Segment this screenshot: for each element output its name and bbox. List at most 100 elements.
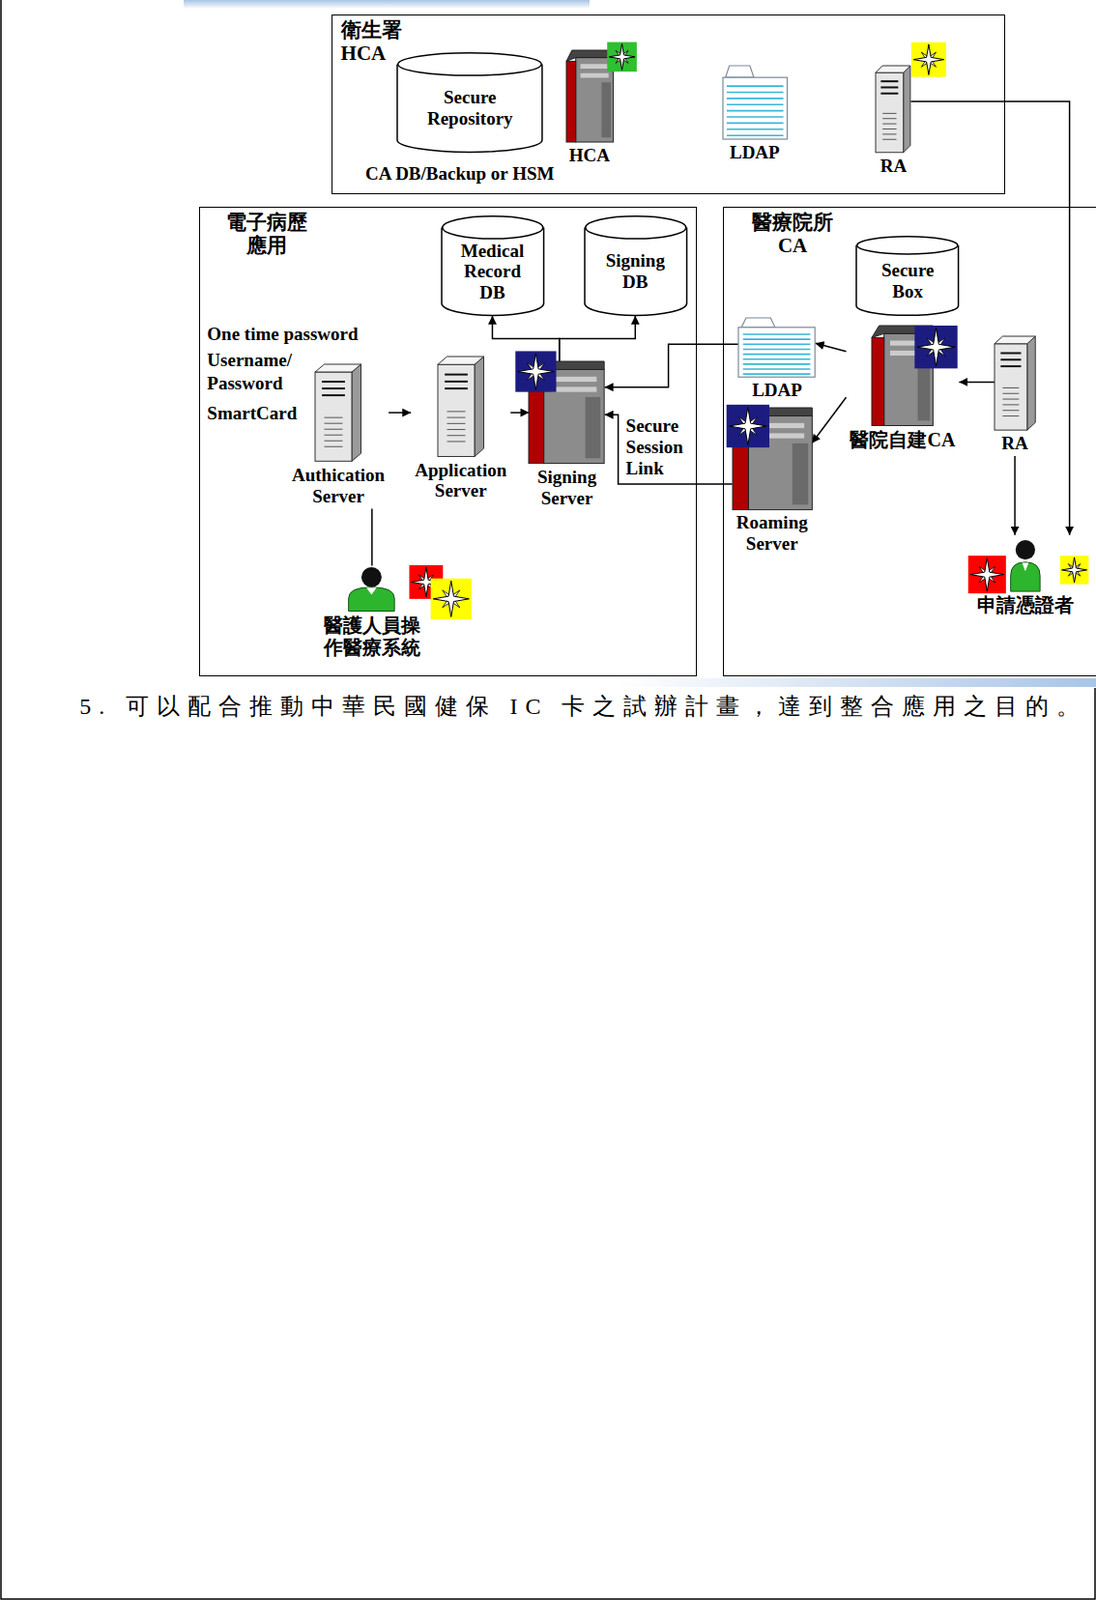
vent-line: [1002, 387, 1019, 389]
group-box: 醫療院所 CASecure BoxLDAP醫院自建CARARoaming Ser…: [722, 206, 1096, 677]
node-label: HCA: [569, 144, 610, 167]
folder-picture: [722, 65, 788, 140]
folder-line: [726, 115, 784, 118]
vent-line: [883, 128, 897, 130]
vent-line: [1002, 403, 1019, 405]
group-heading: 電子病歷 應用: [200, 207, 313, 258]
folder-line: [743, 358, 811, 361]
folder-tab: [724, 65, 753, 78]
cert-icon: [915, 325, 958, 369]
slim-picture: [875, 65, 911, 153]
icon-star: [917, 328, 955, 367]
server-side: [1027, 336, 1036, 431]
server-bay: [551, 387, 598, 393]
folder-line: [726, 128, 784, 131]
server-top: [437, 356, 485, 365]
folder-line: [743, 353, 811, 356]
connector: [815, 343, 847, 351]
connector: [371, 508, 374, 566]
group-heading: 醫療院所 CA: [723, 207, 838, 258]
vent-line: [883, 123, 897, 125]
connector: [910, 101, 1069, 536]
icon-star: [728, 406, 767, 445]
cert-icon: [1060, 555, 1090, 585]
server-top: [315, 364, 362, 373]
server-side: [351, 364, 362, 462]
node-label: LDAP: [729, 142, 780, 164]
icon-square: [725, 404, 769, 448]
cylinder-top: [584, 216, 686, 239]
database-cylinder: Signing DB: [584, 215, 688, 316]
person-head: [1014, 540, 1035, 560]
connector: [559, 316, 636, 363]
device-node: RA: [994, 336, 1036, 457]
node-label: LDAP: [751, 379, 803, 402]
server-shade: [791, 443, 808, 505]
tower-picture: [732, 407, 812, 511]
folder-body: [738, 327, 815, 377]
cylinder-top: [398, 53, 542, 76]
connector: [605, 344, 740, 387]
vent-line: [1002, 415, 1019, 417]
database-cylinder: Secure Repository: [397, 52, 543, 152]
annotation-label: Username/ Password: [206, 348, 292, 396]
server-side: [903, 65, 911, 153]
device-node: 申請憑證者: [973, 535, 1078, 619]
folder-line: [743, 343, 811, 346]
drive-slot: [881, 86, 899, 89]
cert-icon: [725, 404, 769, 448]
cylinder-top: [441, 216, 543, 239]
server-body: [875, 72, 904, 153]
cert-icon: [431, 578, 472, 620]
node-label: Application Server: [414, 460, 507, 503]
node-label: Secure Box: [881, 259, 935, 303]
device-node: 醫院自建CA: [845, 325, 959, 453]
group-heading: 衛生署 HCA: [332, 15, 410, 65]
folder-line: [743, 363, 811, 366]
drive-slot: [321, 381, 346, 384]
node-label: RA: [880, 155, 907, 177]
server-body: [315, 373, 352, 462]
server-spine: [871, 338, 885, 427]
server-top: [994, 336, 1036, 345]
person-body: [348, 587, 396, 612]
cert-icon: [911, 42, 947, 78]
server-top: [875, 65, 911, 73]
cylinder-body: [441, 228, 545, 317]
node-label: Authication Server: [291, 464, 385, 508]
cylinder-body: [397, 64, 543, 153]
vent-line: [883, 139, 897, 141]
vent-line: [324, 417, 344, 419]
icon-star: [914, 44, 946, 76]
connector-label: Secure Session Link: [624, 415, 686, 480]
connector: [510, 411, 529, 414]
vent-line: [446, 434, 465, 436]
folder-line: [726, 91, 784, 94]
cert-icon: [967, 555, 1006, 594]
drive-slot: [444, 387, 468, 390]
icon-star: [1061, 557, 1087, 583]
device-node: HCA: [565, 50, 614, 169]
server-body: [437, 364, 475, 457]
server-top: [566, 50, 614, 61]
drive-slot: [1000, 358, 1021, 361]
vent-line: [883, 134, 897, 136]
drive-slot: [1000, 365, 1021, 368]
server-body: [994, 344, 1028, 431]
node-label: 醫護人員操 作醫療系統: [319, 614, 425, 660]
vent-line: [324, 440, 344, 442]
node-label: RA: [1001, 432, 1028, 455]
icon-star: [433, 581, 470, 618]
folder-line: [743, 373, 811, 375]
tower-picture: [566, 50, 614, 143]
server-shade: [918, 361, 931, 422]
person-collar: [367, 588, 378, 596]
vent-line: [1002, 393, 1019, 395]
device-node: Application Server: [410, 356, 511, 504]
slide-band: [618, 678, 1096, 688]
node-label: Signing DB: [605, 250, 665, 293]
slim-picture: [437, 356, 485, 457]
vent-line: [446, 440, 465, 442]
vent-line: [446, 429, 465, 431]
